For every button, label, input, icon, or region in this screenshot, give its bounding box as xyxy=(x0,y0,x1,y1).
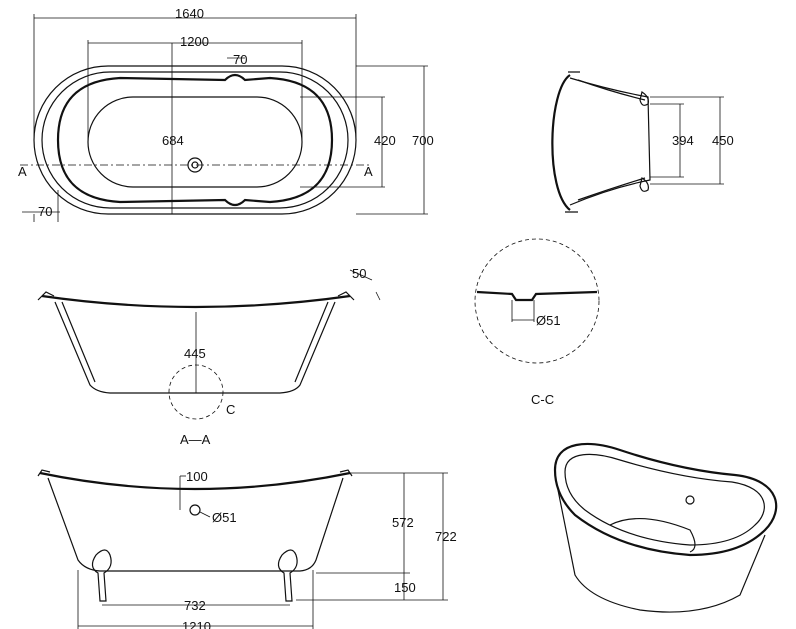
dim-depth: 445 xyxy=(184,346,206,361)
dim-rim-angle: 50 xyxy=(352,266,366,281)
dim-basin-width: 420 xyxy=(374,133,396,148)
dim-foot-height: 150 xyxy=(394,580,416,595)
dim-overall-length: 1640 xyxy=(175,6,204,21)
dim-total-height: 722 xyxy=(435,529,457,544)
dim-overall-width: 700 xyxy=(412,133,434,148)
dim-body-height: 572 xyxy=(392,515,414,530)
dim-inner-height: 394 xyxy=(672,133,694,148)
dim-rim-top: 70 xyxy=(233,52,247,67)
section-a-a: 50 445 C A—A xyxy=(37,266,381,447)
top-view: 1640 1200 70 684 420 700 A A 70 xyxy=(18,6,434,222)
end-view: 394 450 xyxy=(551,71,734,213)
dim-inner-length: 1200 xyxy=(180,34,209,49)
dim-drain-dia: Ø51 xyxy=(536,313,561,328)
perspective-view xyxy=(553,442,778,613)
section-mark-right: A xyxy=(364,164,373,179)
dim-overflow-dia: Ø51 xyxy=(212,510,237,525)
detail-mark-c: C xyxy=(226,402,235,417)
detail-c-title: C-C xyxy=(531,392,554,407)
dim-base-length: 1210 xyxy=(182,619,211,629)
dim-outer-height: 450 xyxy=(712,133,734,148)
dim-inner-width: 684 xyxy=(162,133,184,148)
dim-feet-spacing: 732 xyxy=(184,598,206,613)
dim-overflow-offset: 100 xyxy=(186,469,208,484)
detail-c-c: Ø51 C-C xyxy=(474,238,600,407)
dim-rim-side: 70 xyxy=(38,204,52,219)
section-a-title: A—A xyxy=(180,432,211,447)
section-mark-left: A xyxy=(18,164,27,179)
side-view: 100 Ø51 572 722 150 732 1210 xyxy=(37,469,457,629)
